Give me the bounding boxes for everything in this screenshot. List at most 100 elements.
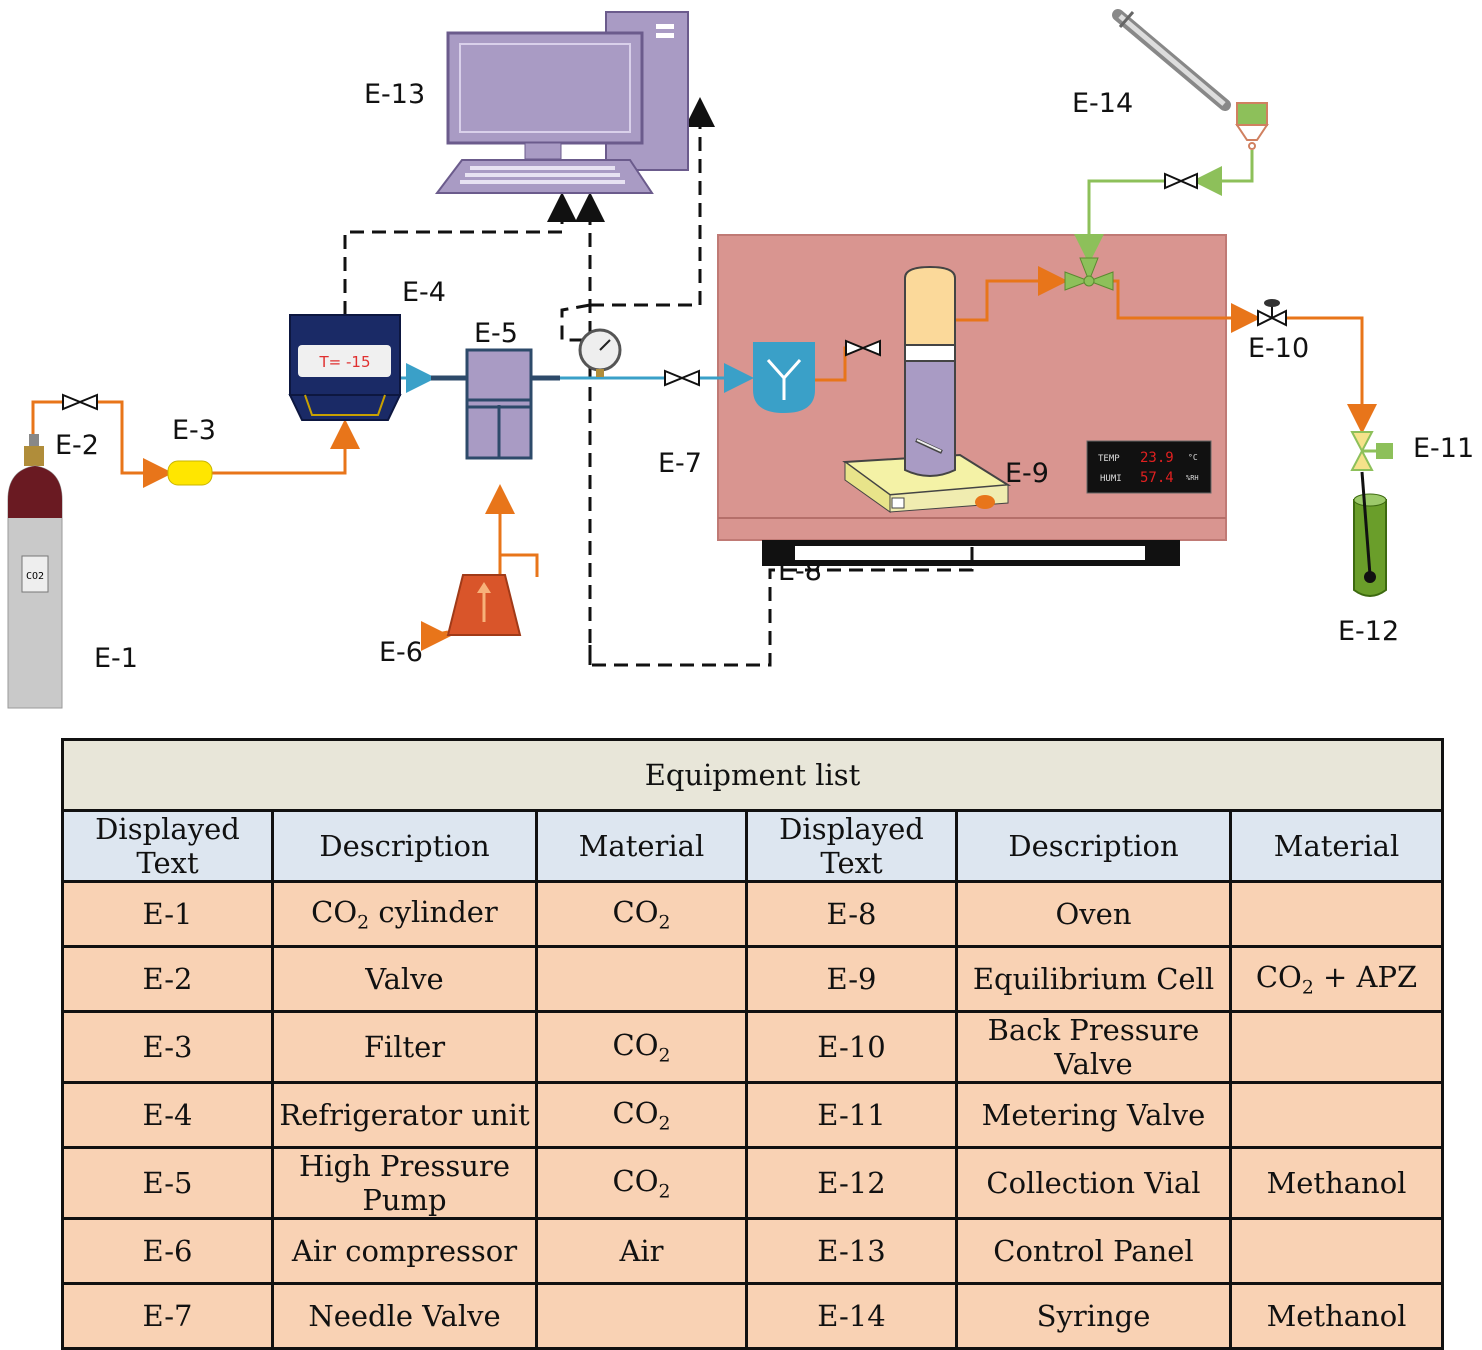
cell-material <box>1228 1081 1445 1149</box>
cell-material: CO2 <box>535 880 748 948</box>
pressure-gauge <box>578 328 622 377</box>
equilibrium-cell <box>842 265 1012 513</box>
cell-material <box>1228 1217 1445 1285</box>
cell-id: E-2 <box>61 945 274 1013</box>
table-row: E-2 Valve E-9 Equilibrium Cell CO2 + APZ <box>61 945 1445 1013</box>
cell-material: CO2 + APZ <box>1228 945 1445 1013</box>
label-e4: E-4 <box>402 277 446 308</box>
cell-id: E-5 <box>61 1146 274 1220</box>
table-row: E-5 High Pressure Pump CO2 E-12 Collecti… <box>61 1146 1445 1220</box>
cell-material <box>535 945 748 1013</box>
cell-description: High Pressure Pump <box>271 1146 538 1220</box>
cell-description: Valve <box>271 945 538 1013</box>
table-row: E-3 Filter CO2 E-10 Back Pressure Valve <box>61 1010 1445 1084</box>
cell-material <box>1228 880 1445 948</box>
table-row: E-6 Air compressor Air E-13 Control Pane… <box>61 1217 1445 1285</box>
cell-id: E-14 <box>745 1282 958 1350</box>
thermo-hygrometer: TEMP 23.9 °C HUMI 57.4 %RH <box>1086 440 1212 494</box>
back-pressure-valve <box>1257 299 1287 327</box>
col-header: Description <box>271 809 538 883</box>
label-e1: E-1 <box>94 643 138 674</box>
cell-material: CO2 <box>535 1010 748 1084</box>
air-compressor <box>446 574 522 636</box>
col-header: Displayed Text <box>61 809 274 883</box>
valve-e2 <box>62 393 98 411</box>
label-e7: E-7 <box>658 448 702 479</box>
cell-id: E-4 <box>61 1081 274 1149</box>
col-header: Material <box>1228 809 1445 883</box>
cell-id: E-9 <box>745 945 958 1013</box>
cell-description: Equilibrium Cell <box>955 945 1232 1013</box>
cell-description: Back Pressure Valve <box>955 1010 1232 1084</box>
col-header: Description <box>955 809 1232 883</box>
table-row: E-7 Needle Valve E-14 Syringe Methanol <box>61 1282 1445 1350</box>
cell-description: Oven <box>955 880 1232 948</box>
high-pressure-pump <box>431 348 560 460</box>
label-e8: E-8 <box>778 556 822 587</box>
cylinder-label: CO2 <box>26 571 44 582</box>
table-row: E-1 CO2 cylinder CO2 E-8 Oven <box>61 880 1445 948</box>
humi-value: 57.4 <box>1140 470 1174 486</box>
cell-id: E-10 <box>745 1010 958 1084</box>
cell-description: Needle Valve <box>271 1282 538 1350</box>
cell-description: Refrigerator unit <box>271 1081 538 1149</box>
equipment-table: Equipment list Displayed Text Descriptio… <box>60 738 1445 1350</box>
temp-unit: °C <box>1188 453 1198 462</box>
cell-id: E-1 <box>61 880 274 948</box>
temp-value: 23.9 <box>1140 450 1174 466</box>
col-header: Displayed Text <box>745 809 958 883</box>
humi-label: HUMI <box>1100 474 1122 484</box>
humi-unit: %RH <box>1186 474 1199 482</box>
cell-material: CO2 <box>535 1146 748 1220</box>
cell-material: Methanol <box>1228 1146 1445 1220</box>
process-diagram: CO2 T= -15 <box>7 9 1474 709</box>
cell-description: Filter <box>271 1010 538 1084</box>
label-e11: E-11 <box>1413 433 1474 464</box>
cell-id: E-12 <box>745 1146 958 1220</box>
cell-description: Syringe <box>955 1282 1232 1350</box>
needle-valve-e7 <box>664 369 700 387</box>
label-e6: E-6 <box>379 637 423 668</box>
metering-valve <box>1350 431 1393 471</box>
label-e10: E-10 <box>1248 333 1309 364</box>
cell-id: E-7 <box>61 1282 274 1350</box>
cell-description: Collection Vial <box>955 1146 1232 1220</box>
valve-methanol <box>1164 172 1198 190</box>
valve-inlet <box>845 339 881 357</box>
cell-material <box>1228 1010 1445 1084</box>
col-header: Material <box>535 809 748 883</box>
temp-label: TEMP <box>1098 454 1120 464</box>
cell-description: Air compressor <box>271 1217 538 1285</box>
label-e3: E-3 <box>172 415 216 446</box>
label-e14: E-14 <box>1072 88 1133 119</box>
equipment-labels: E-1 E-2 E-3 E-4 E-5 E-6 E-7 E-8 E-9 E-10… <box>55 79 1474 674</box>
label-e12: E-12 <box>1338 616 1399 647</box>
cell-material: Air <box>535 1217 748 1285</box>
control-panel-computer <box>434 11 689 194</box>
mixer <box>753 342 815 413</box>
collection-vial <box>1353 471 1387 597</box>
methanol-lines <box>1074 150 1254 264</box>
cell-id: E-8 <box>745 880 958 948</box>
three-way-valve <box>1064 257 1114 291</box>
cell-description: Control Panel <box>955 1217 1232 1285</box>
cell-material: Methanol <box>1228 1282 1445 1350</box>
cell-id: E-3 <box>61 1010 274 1084</box>
cell-material: CO2 <box>535 1081 748 1149</box>
table-title: Equipment list <box>60 738 1445 812</box>
label-e9: E-9 <box>1005 458 1049 489</box>
refrigerator-display: T= -15 <box>319 353 371 371</box>
co2-lines <box>31 266 1377 651</box>
cell-id: E-13 <box>745 1217 958 1285</box>
refrigerator-unit: T= -15 <box>288 314 402 421</box>
table-body: E-1 CO2 cylinder CO2 E-8 Oven E-2 Valve … <box>61 880 1445 1350</box>
syringe <box>1112 9 1269 150</box>
cell-id: E-6 <box>61 1217 274 1285</box>
co2-cylinder: CO2 <box>7 434 63 709</box>
label-e13: E-13 <box>364 79 425 110</box>
cell-description: Metering Valve <box>955 1081 1232 1149</box>
label-e5: E-5 <box>474 318 518 349</box>
label-e2: E-2 <box>55 430 99 461</box>
cell-material <box>535 1282 748 1350</box>
table-row: E-4 Refrigerator unit CO2 E-11 Metering … <box>61 1081 1445 1149</box>
